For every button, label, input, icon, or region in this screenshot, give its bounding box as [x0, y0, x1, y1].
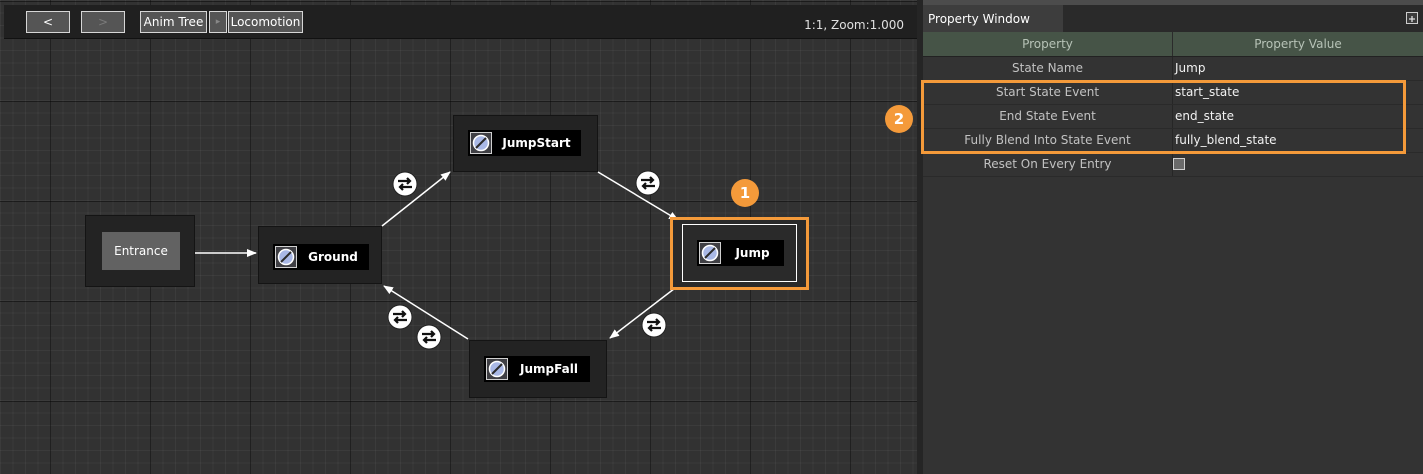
- property-row-end-state-event[interactable]: End State Event end_state: [923, 105, 1423, 129]
- property-row-start-state-event[interactable]: Start State Event start_state: [923, 81, 1423, 105]
- selection-outline: [682, 224, 797, 282]
- transition-line-jumpfall-ground: [383, 285, 469, 340]
- animation-state-icon: [699, 242, 721, 264]
- state-node-ground[interactable]: Ground: [258, 226, 382, 284]
- swap-arrows-icon[interactable]: [635, 170, 661, 196]
- property-name: State Name: [1012, 61, 1083, 75]
- property-value[interactable]: fully_blend_state: [1175, 133, 1277, 147]
- property-window: Property Window Property Property Value …: [923, 5, 1423, 474]
- swap-arrows-icon[interactable]: [641, 312, 667, 338]
- state-node-label: Jump: [735, 246, 770, 260]
- breadcrumb-anim-tree[interactable]: Anim Tree: [140, 11, 207, 33]
- property-value[interactable]: end_state: [1175, 109, 1235, 123]
- property-row-reset-on-entry[interactable]: Reset On Every Entry: [923, 153, 1423, 177]
- transition-line-ground-jumpstart: [381, 171, 451, 227]
- back-button[interactable]: <: [26, 11, 70, 33]
- property-name: End State Event: [999, 109, 1096, 123]
- zoom-readout: 1:1, Zoom:1.000: [804, 18, 904, 32]
- transition-wires: [195, 171, 684, 340]
- property-name: Start State Event: [995, 85, 1100, 99]
- animation-state-icon: [470, 132, 492, 154]
- property-column-headers: Property Property Value: [923, 32, 1423, 57]
- state-node-label: Ground: [308, 250, 358, 264]
- property-name: Fully Blend Into State Event: [964, 133, 1131, 147]
- entrance-node[interactable]: Entrance: [85, 215, 195, 287]
- column-header-value[interactable]: Property Value: [1254, 37, 1342, 51]
- breadcrumb-separator: ▸: [209, 11, 227, 33]
- entrance-node-label: Entrance: [102, 232, 180, 270]
- highlight-box: [921, 80, 1406, 154]
- state-node-jumpstart-body: JumpStart: [468, 130, 581, 156]
- row-divider: [1172, 105, 1173, 128]
- row-divider: [1172, 153, 1173, 176]
- state-node-label: JumpFall: [520, 362, 578, 376]
- property-window-header: Property Window: [923, 5, 1423, 32]
- column-divider: [1172, 32, 1173, 56]
- row-divider: [1172, 129, 1173, 152]
- transition-line-jump-jumpfall: [609, 281, 684, 339]
- property-window-tab[interactable]: Property Window: [923, 5, 1063, 32]
- state-node-ground-body: Ground: [273, 244, 369, 270]
- state-node-jumpfall[interactable]: JumpFall: [469, 340, 607, 398]
- panel-divider[interactable]: [917, 0, 923, 474]
- property-value[interactable]: start_state: [1175, 85, 1240, 99]
- property-row-fully-blend-event[interactable]: Fully Blend Into State Event fully_blend…: [923, 129, 1423, 153]
- animation-state-icon: [275, 246, 297, 268]
- forward-button[interactable]: >: [81, 11, 125, 33]
- pin-icon[interactable]: [1406, 12, 1418, 24]
- transition-line-jumpstart-jump: [597, 171, 679, 221]
- property-row-state-name[interactable]: State Name Jump: [923, 57, 1423, 81]
- state-node-jumpstart[interactable]: JumpStart: [453, 115, 598, 172]
- swap-arrows-icon[interactable]: [416, 324, 442, 350]
- state-node-jump-body: Jump: [697, 240, 784, 266]
- graph-toolbar: < > Anim Tree ▸ Locomotion 1:1, Zoom:1.0…: [4, 5, 917, 39]
- row-divider: [1172, 57, 1173, 80]
- state-node-label: JumpStart: [502, 136, 571, 150]
- property-name: Reset On Every Entry: [983, 157, 1112, 171]
- animation-state-icon: [486, 358, 508, 380]
- callout-badge-2: 2: [885, 105, 913, 133]
- state-node-jump[interactable]: Jump: [670, 217, 809, 290]
- swap-arrows-icon[interactable]: [387, 304, 413, 330]
- state-machine-graph[interactable]: < > Anim Tree ▸ Locomotion 1:1, Zoom:1.0…: [0, 0, 921, 474]
- swap-arrows-icon[interactable]: [392, 171, 418, 197]
- property-value[interactable]: Jump: [1175, 61, 1206, 75]
- state-node-jumpfall-body: JumpFall: [484, 356, 590, 382]
- breadcrumb-locomotion[interactable]: Locomotion: [228, 11, 303, 33]
- callout-badge-1: 1: [731, 179, 759, 207]
- column-header-property[interactable]: Property: [1022, 37, 1073, 51]
- row-divider: [1172, 81, 1173, 104]
- reset-on-entry-checkbox[interactable]: [1173, 158, 1185, 170]
